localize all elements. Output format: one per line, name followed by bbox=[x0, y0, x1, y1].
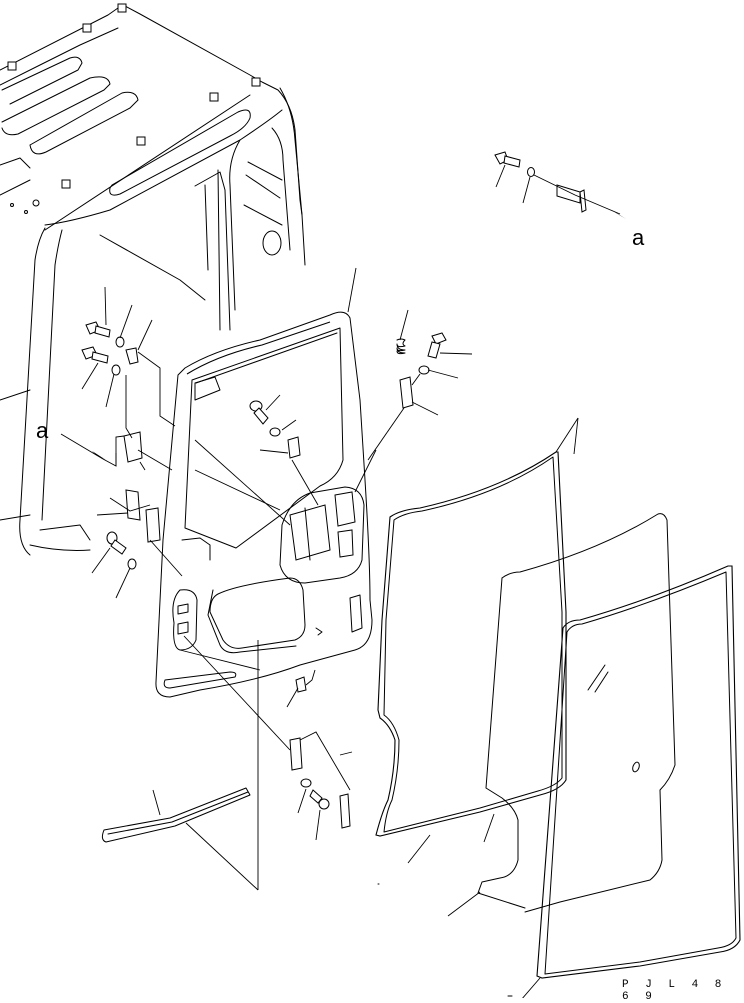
glass-pane-with-seal bbox=[520, 417, 741, 1001]
reference-label-a-left: a bbox=[36, 418, 49, 443]
glass-pane-middle bbox=[447, 513, 676, 917]
front-window-frame bbox=[155, 267, 377, 698]
drawing-code: P J L 4 8 6 9 bbox=[622, 979, 727, 1003]
lower-trim-strip bbox=[101, 640, 261, 891]
lower-hardware bbox=[183, 635, 353, 841]
hinge-hardware-left bbox=[60, 286, 183, 599]
frame-right-hardware bbox=[367, 309, 473, 461]
frame-center-hardware bbox=[194, 394, 319, 526]
upper-right-hinge-detail bbox=[494, 151, 626, 219]
cab-structure bbox=[0, 3, 306, 556]
reference-label-a-upper: a bbox=[632, 225, 645, 250]
rubber-seal bbox=[375, 417, 579, 864]
